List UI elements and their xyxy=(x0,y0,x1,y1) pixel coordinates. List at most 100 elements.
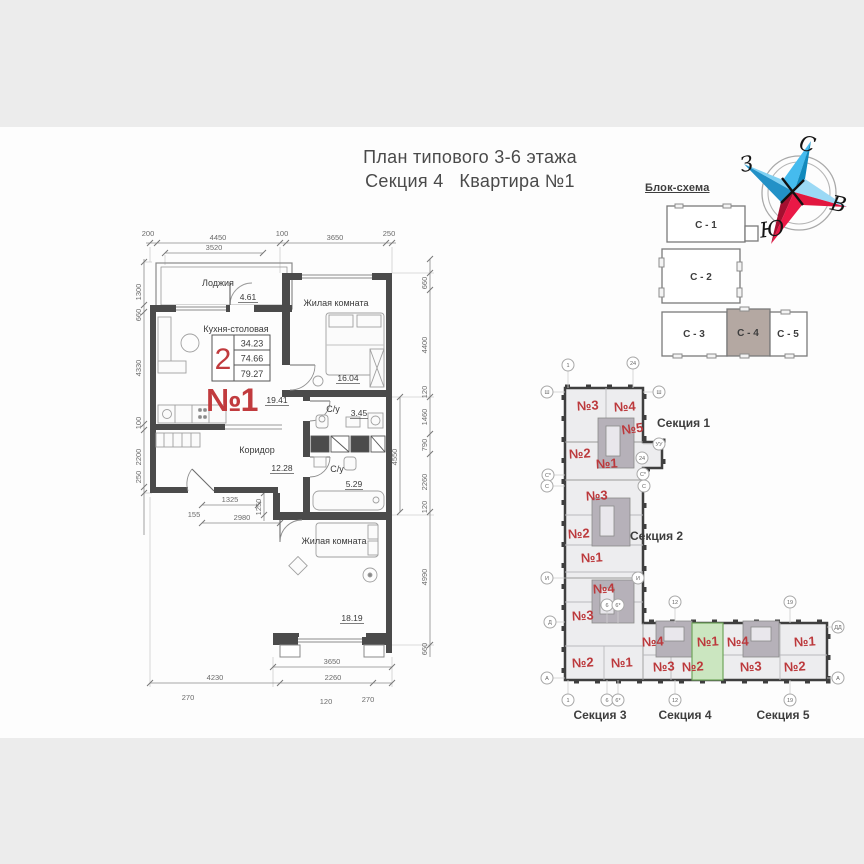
room-name-wc1: С/у xyxy=(326,404,340,414)
apt-label: №2 xyxy=(568,525,590,541)
axis-label: С* xyxy=(545,473,552,479)
dim-label: 4990 xyxy=(420,569,429,586)
dim-label: 2260 xyxy=(420,474,429,491)
room-area-kitchen: 19.41 xyxy=(266,395,288,405)
axis-label: ДД xyxy=(834,625,842,631)
axis-label: 6* xyxy=(615,698,621,704)
dim-label: 1325 xyxy=(222,495,239,504)
dim-label: 2200 xyxy=(134,449,143,466)
dim-label: 3520 xyxy=(206,243,223,252)
dim-label: 1250 xyxy=(254,499,263,516)
apt-label: №2 xyxy=(572,654,594,670)
compass-east-label: В xyxy=(827,191,848,218)
apt-label: №2 xyxy=(569,445,591,461)
axis-label: И xyxy=(545,576,549,582)
room-name-wc2: С/у xyxy=(330,464,344,474)
axis-label: 1 xyxy=(566,363,569,369)
dim-label: 660 xyxy=(420,277,429,290)
dim-label: 120 xyxy=(320,697,333,706)
section-label-5: Секция 5 xyxy=(756,708,809,722)
apt-label: №4 xyxy=(727,633,750,649)
plan-sheet: План типового 3-6 этажа Секция 4 Квартир… xyxy=(0,127,864,738)
axis-label: 19 xyxy=(787,600,793,606)
block-schema-title: Блок-схема xyxy=(645,182,710,194)
apt-label: №3 xyxy=(586,487,608,503)
building-cores xyxy=(591,417,780,658)
dim-label: 3650 xyxy=(327,233,344,242)
dim-label: 200 xyxy=(142,229,155,238)
room-name-living2: Жилая комната xyxy=(301,536,366,546)
apt-label: №1 xyxy=(596,455,618,471)
utility-shaft xyxy=(310,435,386,453)
stamp-living-area: 34.23 xyxy=(241,339,264,349)
room-area-wc2: 5.29 xyxy=(346,479,363,489)
room-name-corridor: Коридор xyxy=(239,445,275,455)
dim-label: 4450 xyxy=(210,233,227,242)
apt-label: №4 xyxy=(614,398,637,414)
dim-label: 4330 xyxy=(134,360,143,377)
dim-label: 660 xyxy=(420,643,429,656)
apartment-number: №1 xyxy=(206,382,258,418)
room-name-loggia: Лоджия xyxy=(202,278,234,288)
axis-label: 6* xyxy=(615,603,621,609)
axis-label: А xyxy=(836,676,840,682)
compass-west-label: З xyxy=(738,151,755,177)
axis-label: Ш xyxy=(544,390,549,396)
apartment-stamp: 2 34.23 74.66 79.27 №1 xyxy=(206,334,271,418)
axis-label: С* xyxy=(640,472,647,478)
dim-label: 660 xyxy=(134,309,143,322)
section-label-3: Секция 3 xyxy=(573,708,626,722)
room-area-living2: 18.19 xyxy=(341,613,363,623)
apt-label: №2 xyxy=(682,658,704,674)
dim-label: 2260 xyxy=(325,673,342,682)
compass-star-icon xyxy=(744,141,847,244)
building-section-labels: Секция 1 Секция 2 Секция 3 Секция 4 Секц… xyxy=(573,416,809,722)
dim-label: 155 xyxy=(188,510,201,519)
block-schema-c4-highlighted: С - 4 xyxy=(737,328,759,339)
section-label-1: Секция 1 xyxy=(657,416,710,430)
axis-label: С xyxy=(545,484,549,490)
apt-label: №1 xyxy=(611,654,633,670)
apt-label: №1 xyxy=(581,549,603,565)
building-key-plan: №3 №4 №5 №2 №1 №3 №2 №1 №4 №3 №2 №1 №4 №… xyxy=(540,356,845,722)
dim-label: 100 xyxy=(134,417,143,430)
axis-label: А xyxy=(545,676,549,682)
stamp-total-area: 79.27 xyxy=(241,369,264,379)
axis-label: 12 xyxy=(672,698,678,704)
axis-label: 1 xyxy=(566,698,569,704)
apt-label: №5 xyxy=(621,420,645,438)
dim-label: 100 xyxy=(276,229,289,238)
apt-label: №2 xyxy=(784,658,806,674)
room-area-corridor: 12.28 xyxy=(271,463,293,473)
block-schema: Блок-схема С - 1 С - 2 С - 3 С - 4 xyxy=(645,182,820,382)
furniture xyxy=(155,312,385,583)
apt-label: №3 xyxy=(572,607,594,623)
block-schema-c3: С - 3 xyxy=(683,329,705,340)
sheet-title: План типового 3-6 этажа Секция 4 Квартир… xyxy=(290,145,650,193)
room-area-loggia: 4.61 xyxy=(240,292,257,302)
dim-label: 1300 xyxy=(134,284,143,301)
dim-label: 250 xyxy=(134,471,143,484)
dim-label: 1460 xyxy=(420,409,429,426)
block-schema-c5: С - 5 xyxy=(777,329,799,340)
axis-circles: 1 24 Ш С* С И Д А Ш УУ 24 С* С И ДД А 1 … xyxy=(540,356,845,707)
room-name-kitchen: Кухня-столовая xyxy=(203,324,268,334)
windows xyxy=(176,273,385,658)
block-schema-outlines xyxy=(661,205,808,357)
block-schema-ticks xyxy=(658,203,795,359)
section-label-2: Секция 2 xyxy=(630,529,683,543)
axis-label: И xyxy=(636,576,640,582)
dim-label: 270 xyxy=(182,693,195,702)
axis-label: 24 xyxy=(630,361,636,367)
dimension-ticks xyxy=(140,239,434,687)
room-area-wc1: 3.45 xyxy=(351,408,368,418)
axis-label: 24 xyxy=(639,456,645,462)
axis-label: Ш xyxy=(656,390,661,396)
dim-label: 4230 xyxy=(207,673,224,682)
block-schema-c1: С - 1 xyxy=(695,220,717,231)
axis-label: 6 xyxy=(605,698,608,704)
axis-label: Д xyxy=(548,620,552,626)
dim-label: 250 xyxy=(383,229,396,238)
title-line-floor: План типового 3-6 этажа xyxy=(363,147,577,167)
dim-label: 120 xyxy=(420,386,429,399)
